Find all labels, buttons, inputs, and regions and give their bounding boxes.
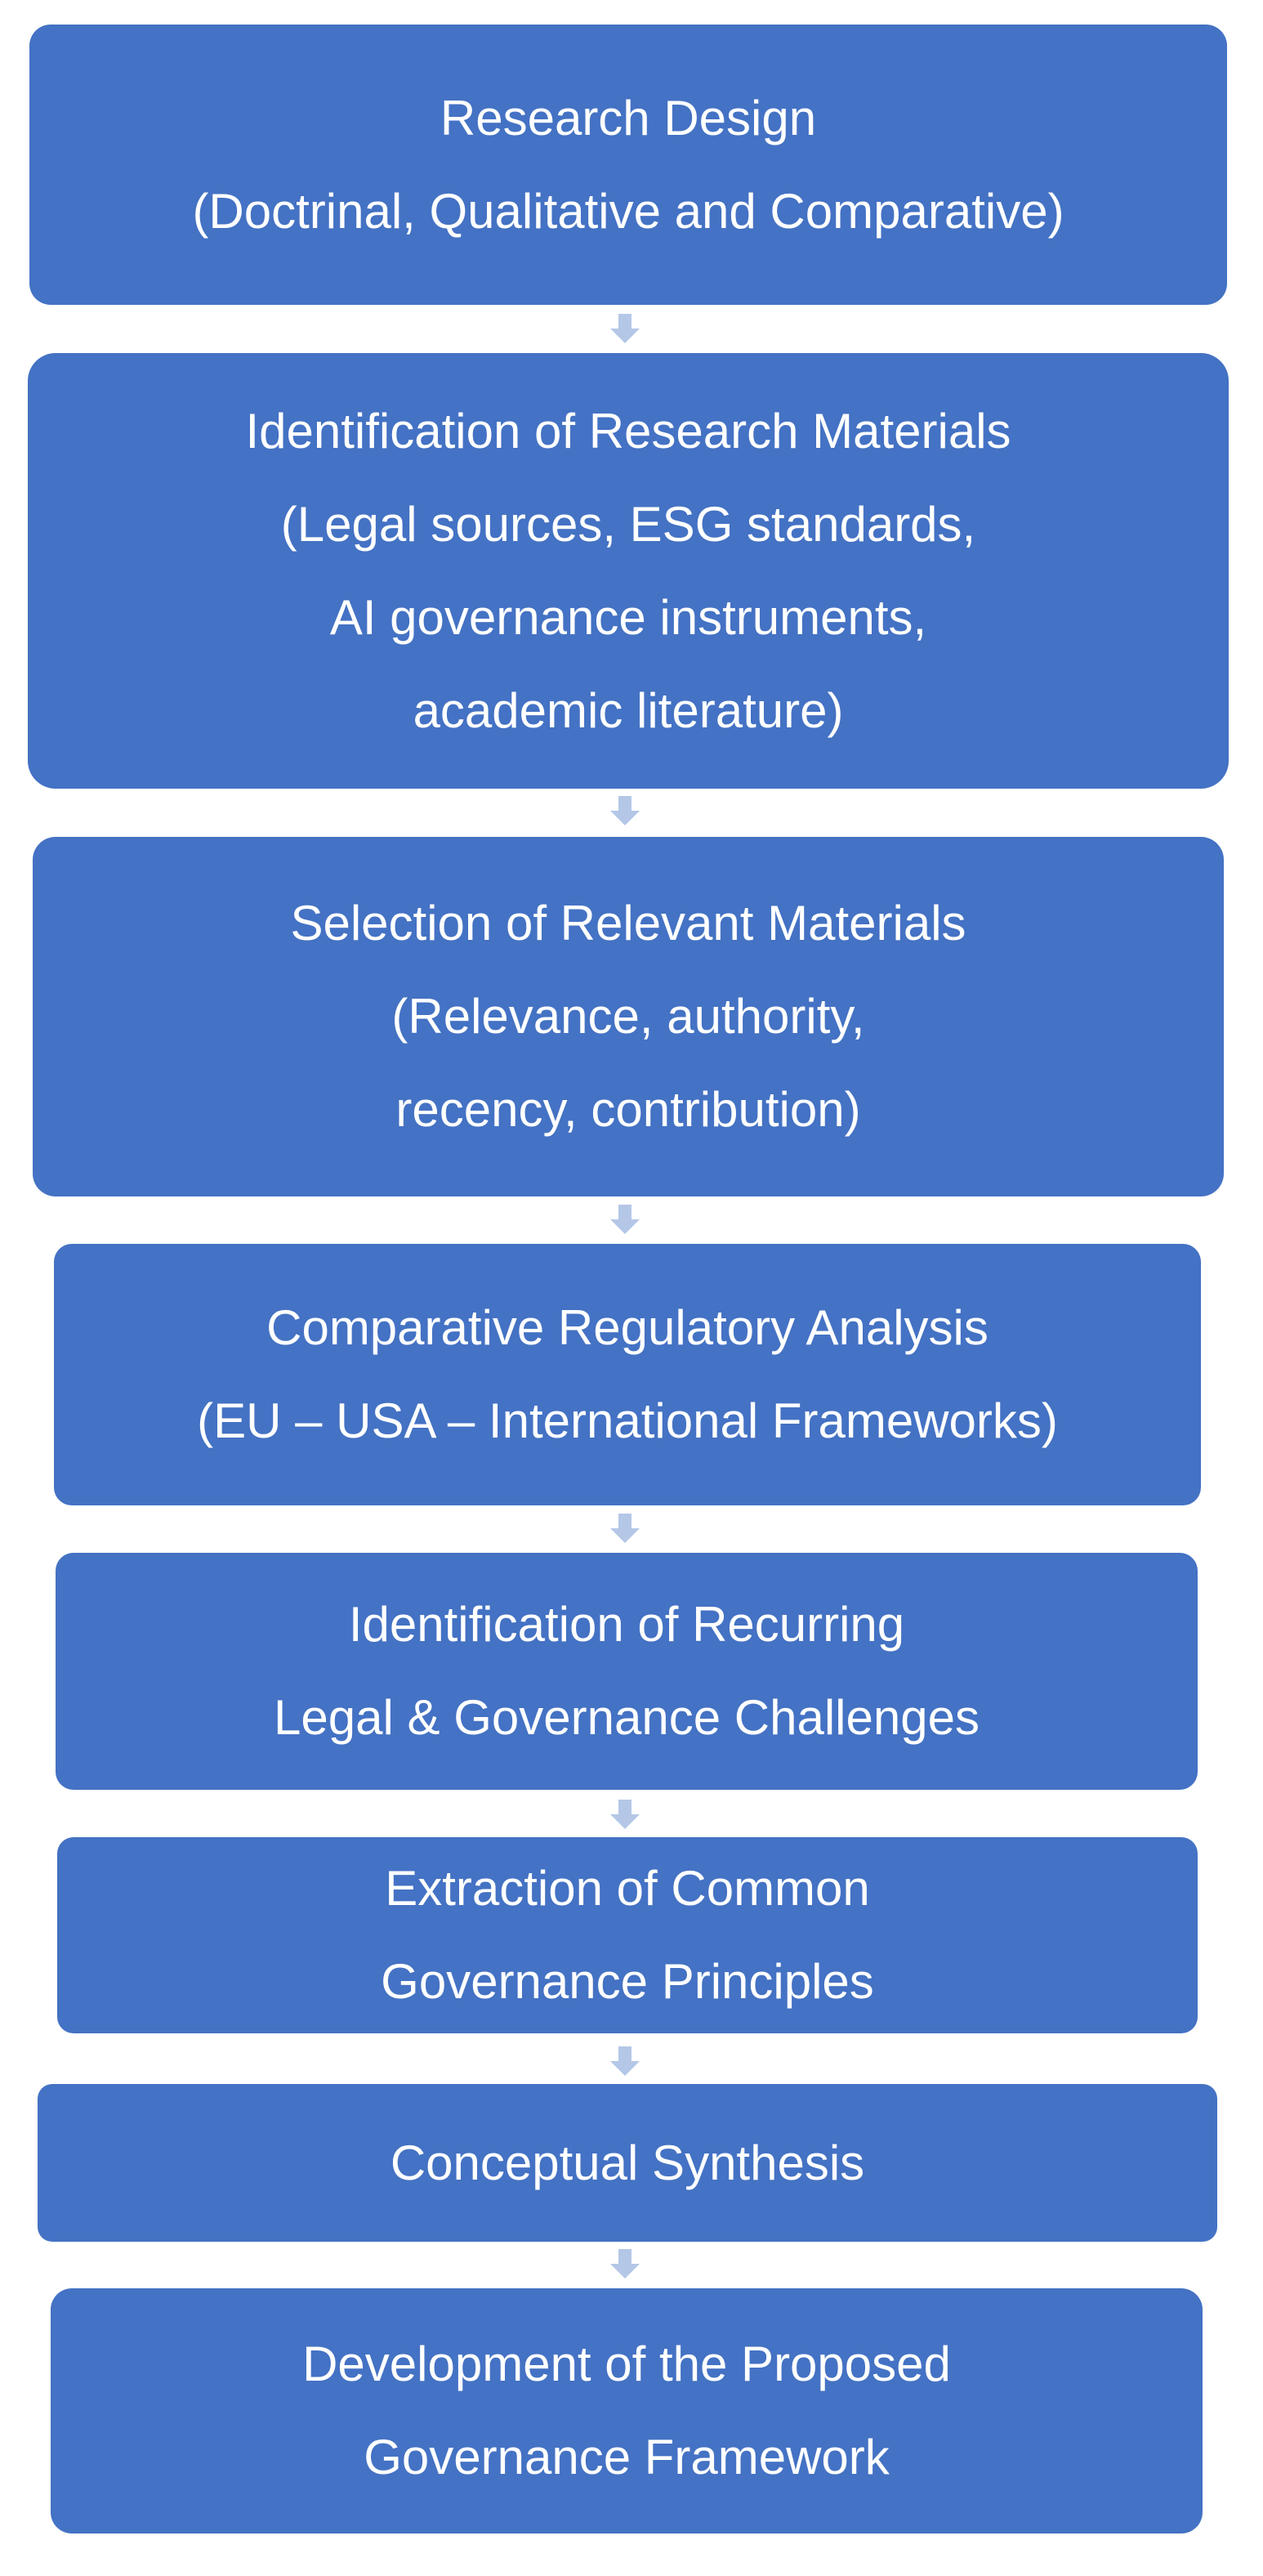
step-title: Identification of Recurring	[348, 1597, 905, 1652]
step-title: Governance Principles	[381, 1954, 874, 2009]
step-box-research-design: Research Design (Doctrinal, Qualitative …	[29, 25, 1227, 305]
step-title: Comparative Regulatory Analysis	[266, 1300, 989, 1355]
down-arrow-icon	[609, 314, 641, 343]
down-arrow-icon	[609, 2249, 641, 2279]
step-box-selection-of-relevant-materials: Selection of Relevant Materials (Relevan…	[33, 837, 1224, 1196]
step-detail: (EU – USA – International Frameworks)	[197, 1393, 1058, 1448]
step-detail: AI governance instruments,	[329, 589, 927, 645]
step-detail: (Doctrinal, Qualitative and Comparative)	[192, 183, 1064, 239]
down-arrow-icon	[609, 1800, 641, 1829]
step-title: Selection of Relevant Materials	[290, 896, 966, 950]
step-title: Extraction of Common	[385, 1861, 870, 1916]
step-detail: (Legal sources, ESG standards,	[280, 496, 976, 552]
down-arrow-icon	[609, 1514, 641, 1543]
down-arrow-icon	[609, 796, 641, 825]
step-title: Research Design	[440, 90, 817, 145]
step-title: Development of the Proposed	[302, 2337, 951, 2391]
step-box-comparative-regulatory-analysis: Comparative Regulatory Analysis (EU – US…	[54, 1244, 1201, 1505]
step-detail: academic literature)	[413, 682, 844, 738]
step-box-development-of-proposed-framework: Development of the Proposed Governance F…	[51, 2288, 1203, 2534]
step-box-identification-of-research-materials: Identification of Research Materials (Le…	[28, 353, 1229, 789]
down-arrow-icon	[609, 1205, 641, 1234]
step-title: Identification of Research Materials	[245, 403, 1011, 458]
step-title: Conceptual Synthesis	[390, 2135, 865, 2190]
step-detail: recency, contribution)	[395, 1082, 861, 1137]
step-box-identification-of-recurring-challenges: Identification of Recurring Legal & Gove…	[56, 1553, 1198, 1790]
step-box-conceptual-synthesis: Conceptual Synthesis	[38, 2084, 1217, 2242]
step-title: Legal & Governance Challenges	[274, 1690, 980, 1745]
down-arrow-icon	[609, 2046, 641, 2076]
step-title: Governance Framework	[364, 2430, 890, 2484]
step-box-extraction-of-common-principles: Extraction of Common Governance Principl…	[57, 1837, 1198, 2033]
step-detail: (Relevance, authority,	[391, 989, 865, 1044]
